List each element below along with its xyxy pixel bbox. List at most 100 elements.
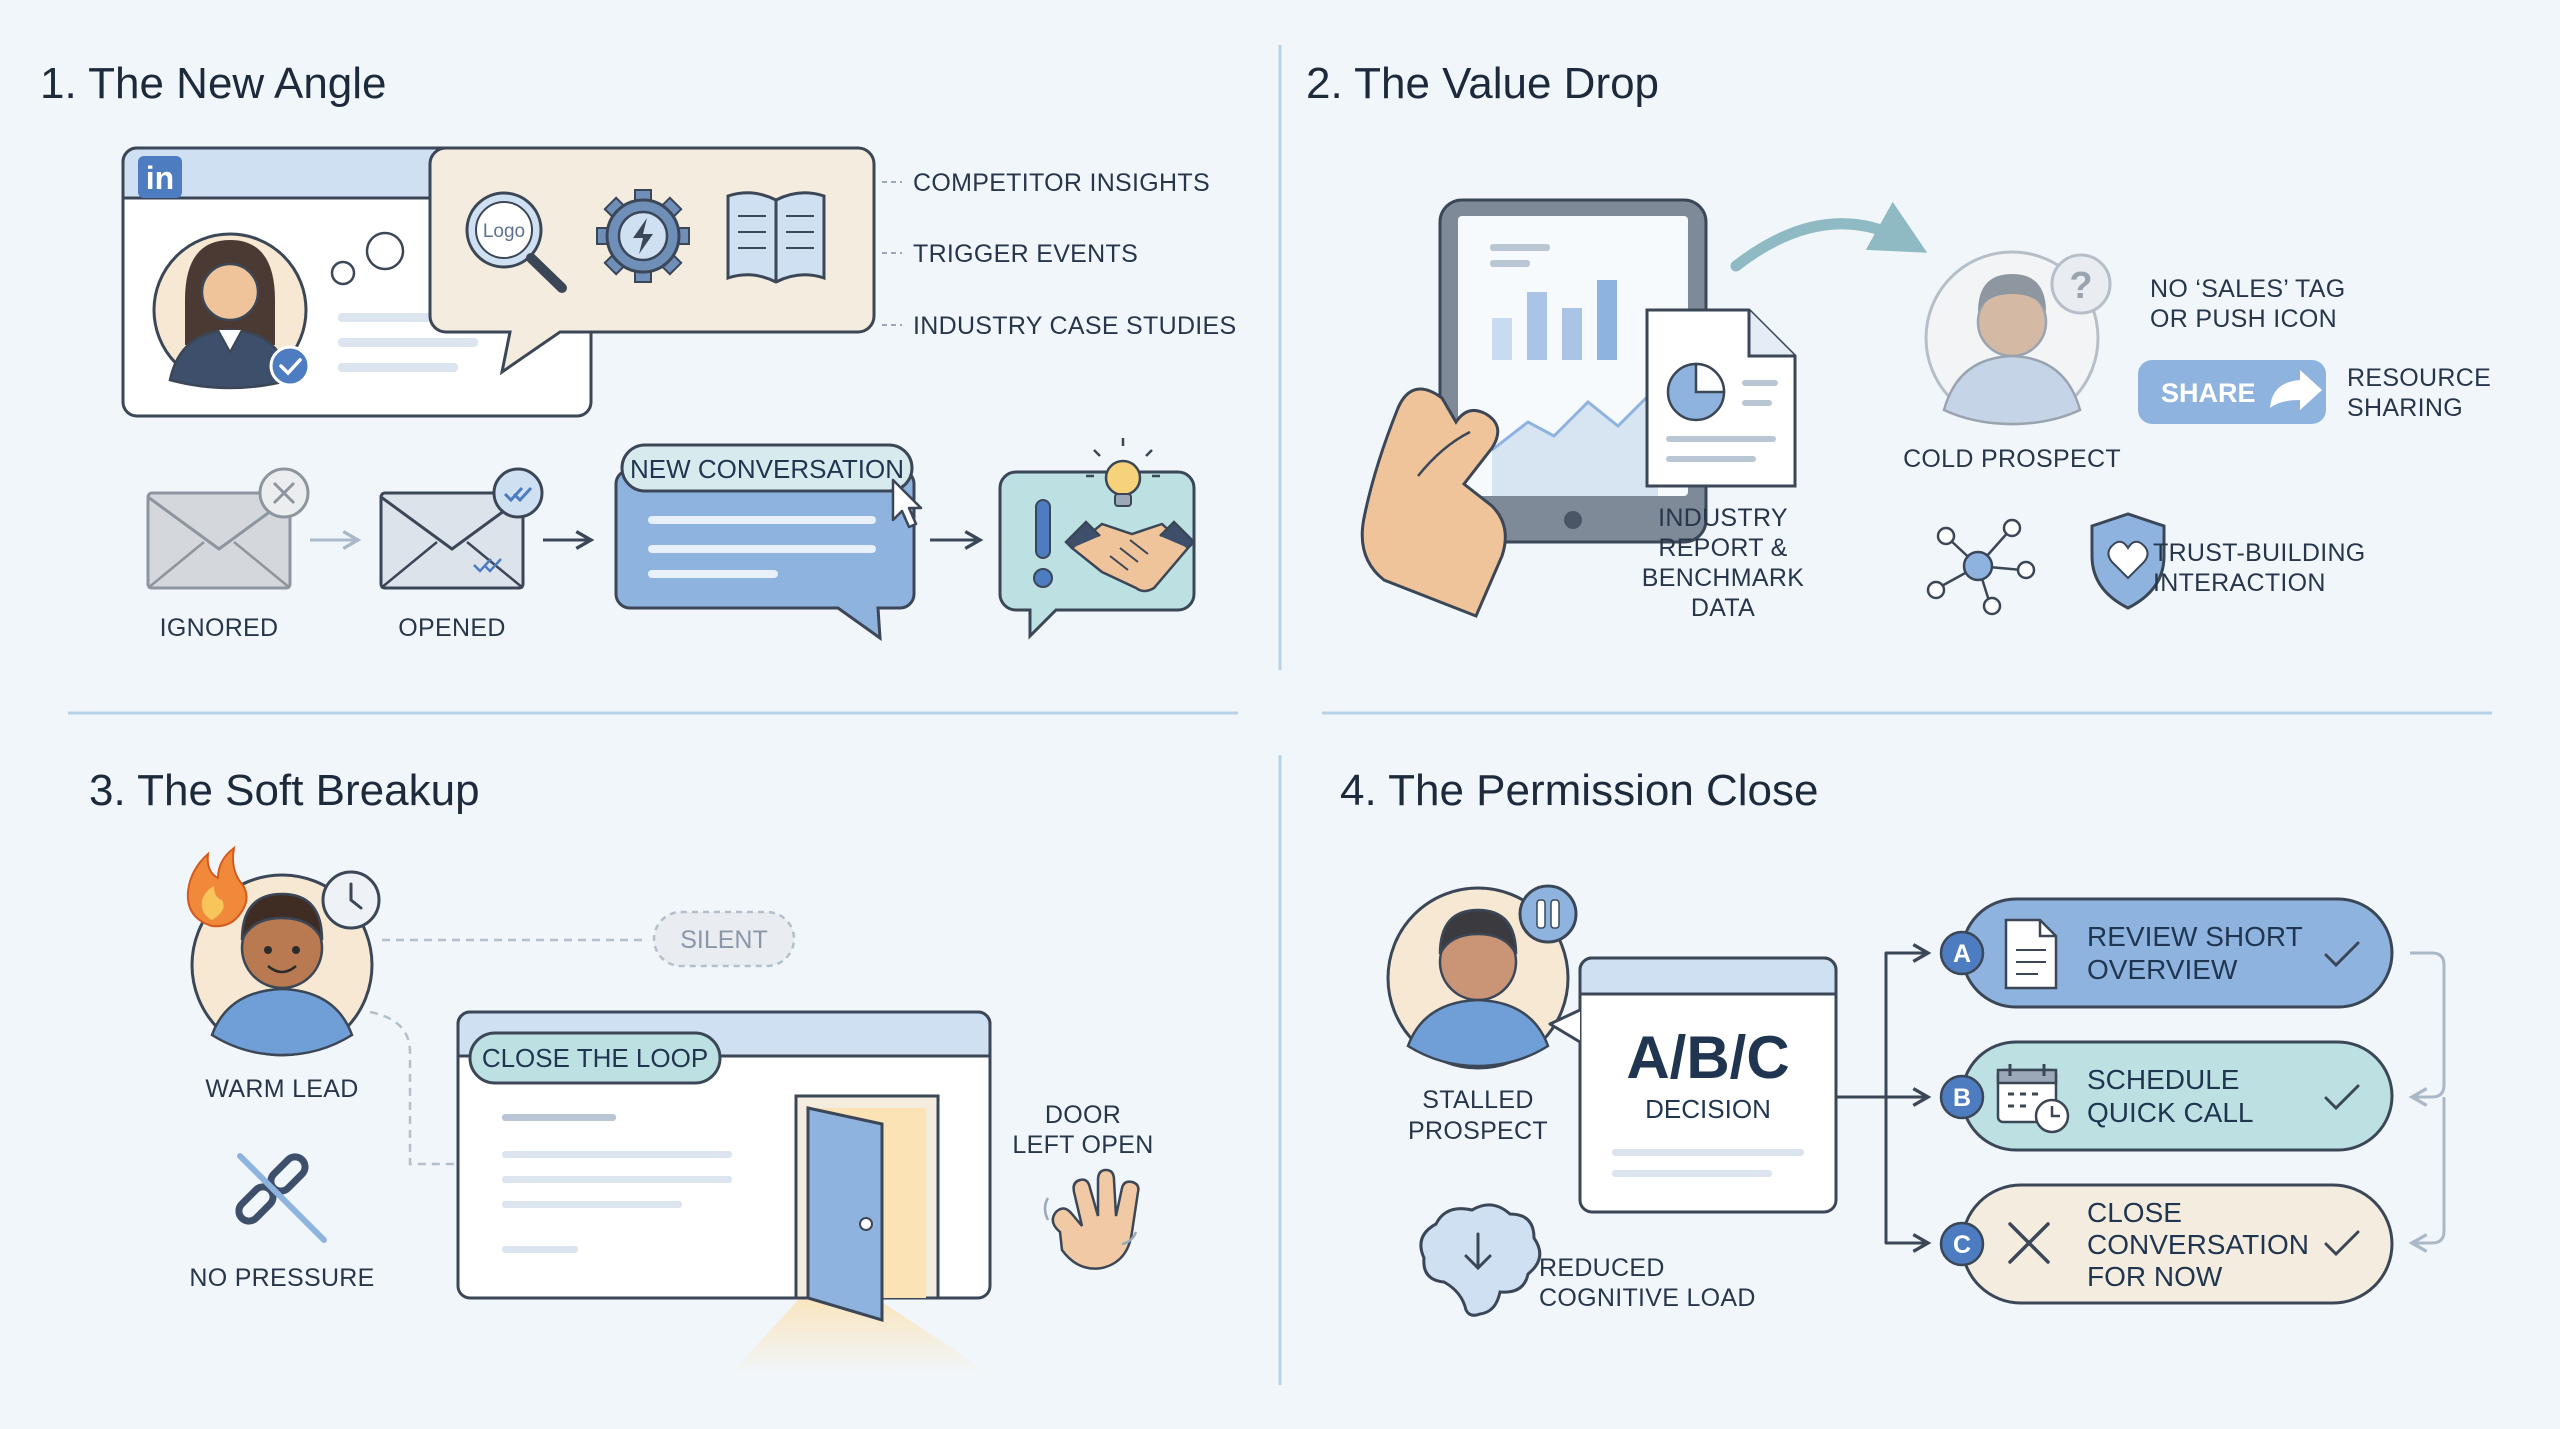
warm-lead-avatar: [190, 873, 374, 1057]
trust-building-line: INTERACTION: [2153, 569, 2326, 597]
open-door-icon: [794, 1094, 940, 1323]
cursor-icon: [891, 478, 923, 529]
curved-arrow-icon: [1730, 201, 1928, 272]
bar-chart-icon: [1492, 280, 1617, 360]
linkedin-profile-card: in: [121, 146, 593, 418]
ignored-label: IGNORED: [160, 614, 279, 642]
handshake-icon: [1064, 520, 1196, 593]
ignored-envelope-icon: [146, 467, 310, 590]
resource-sharing-line: RESOURCE: [2347, 364, 2491, 392]
brain-icon: [1419, 1203, 1542, 1317]
svg-text:A: A: [1953, 940, 1971, 968]
research-item: TRIGGER EVENTS: [913, 240, 1138, 268]
cognitive-load-line: REDUCED: [1539, 1254, 1665, 1282]
option-badge-a: A: [1939, 930, 1985, 976]
linkedin-icon: in: [138, 156, 182, 198]
section-dividers: [68, 45, 2492, 1385]
new-conversation-bubble: NEW CONVERSATION: [614, 443, 923, 642]
option-schedule-quick-call[interactable]: SCHEDULE QUICK CALL: [1960, 1040, 2394, 1152]
section-new-angle: 1. The New Angle in: [40, 59, 1237, 642]
svg-text:Logo: Logo: [483, 221, 525, 242]
cognitive-load-line: COGNITIVE LOAD: [1539, 1284, 1756, 1312]
waving-hand-icon: [1043, 1168, 1140, 1270]
stalled-prospect-line: PROSPECT: [1408, 1117, 1548, 1145]
trust-building-line: TRUST-BUILDING: [2153, 539, 2366, 567]
calendar-clock-icon: [1996, 1064, 2070, 1134]
section-soft-breakup: 3. The Soft Breakup WARM LEAD SILENT: [89, 766, 1153, 1374]
section-permission-close: 4. The Permission Close STALLED PROSPECT…: [1340, 766, 2446, 1317]
logo-magnifier-icon: Logo: [465, 191, 567, 293]
option-close-conversation[interactable]: CLOSE CONVERSATION FOR NOW: [1960, 1183, 2394, 1305]
share-arrow-icon: [2270, 370, 2322, 410]
question-icon: ?: [2050, 253, 2112, 315]
clock-icon: [321, 870, 381, 930]
stalled-prospect-avatar: [1386, 886, 1570, 1070]
option-text: QUICK CALL: [2087, 1097, 2254, 1128]
close-x-icon: [2008, 1222, 2050, 1264]
no-sales-tag-line: NO ‘SALES’ TAG: [2150, 275, 2345, 303]
option-text: CONVERSATION: [2087, 1229, 2309, 1260]
shield-heart-icon: [2090, 512, 2166, 610]
decision-label: DECISION: [1645, 1094, 1771, 1124]
warm-lead-label: WARM LEAD: [205, 1075, 358, 1103]
flame-icon: [186, 845, 248, 928]
silent-pill: SILENT: [652, 910, 796, 968]
close-the-loop-window: CLOSE THE LOOP: [456, 1010, 992, 1374]
door-left-open-line: LEFT OPEN: [1012, 1131, 1153, 1159]
section-title: 4. The Permission Close: [1340, 766, 1819, 815]
option-text: CLOSE: [2087, 1197, 2182, 1228]
svg-text:BENCHMARK: BENCHMARK: [1642, 564, 1804, 592]
svg-text:DATA: DATA: [1691, 594, 1755, 622]
check-icon: [2324, 1084, 2360, 1111]
opened-label: OPENED: [398, 614, 505, 642]
opened-envelope-icon: [379, 467, 544, 590]
gear-bolt-icon: [596, 189, 690, 283]
avatar: [152, 232, 308, 390]
research-item: INDUSTRY CASE STUDIES: [913, 312, 1237, 340]
share-button-label: SHARE: [2161, 378, 2256, 408]
new-conversation-pill: NEW CONVERSATION: [630, 454, 904, 484]
research-item: COMPETITOR INSIGHTS: [913, 169, 1210, 197]
research-bubble: Logo: [428, 146, 876, 376]
no-sales-tag-line: OR PUSH ICON: [2150, 305, 2337, 333]
resource-sharing-line: SHARING: [2347, 394, 2463, 422]
report-label: INDUSTRY REPORT & BENCHMARK DATA: [1642, 504, 1804, 622]
broken-link-icon: [235, 1153, 327, 1243]
section-title: 1. The New Angle: [40, 59, 387, 108]
option-text: REVIEW SHORT: [2087, 921, 2303, 952]
exclamation-icon: [1033, 499, 1053, 588]
no-pressure-label: NO PRESSURE: [189, 1264, 374, 1292]
open-book-icon: [726, 191, 826, 284]
check-icon: [2324, 941, 2360, 968]
svg-text:in: in: [146, 160, 174, 196]
svg-text:B: B: [1953, 1084, 1971, 1112]
tablet-icon: [1438, 198, 1708, 544]
document-icon: [2004, 918, 2058, 990]
section-title: 2. The Value Drop: [1306, 59, 1659, 108]
decision-card: A/B/C DECISION: [1548, 956, 1838, 1214]
research-list: COMPETITOR INSIGHTS TRIGGER EVENTS INDUS…: [882, 169, 1237, 340]
option-badge-b: B: [1939, 1074, 1985, 1120]
option-text: SCHEDULE: [2087, 1064, 2239, 1095]
lightbulb-icon: [1086, 438, 1160, 507]
check-icon: [2324, 1230, 2360, 1257]
option-text: OVERVIEW: [2087, 954, 2238, 985]
report-document-icon: [1645, 308, 1797, 488]
svg-text:SILENT: SILENT: [680, 926, 768, 954]
network-icon: [1926, 518, 2036, 616]
svg-text:C: C: [1953, 1231, 1971, 1259]
share-button[interactable]: SHARE: [2138, 360, 2326, 424]
option-text: FOR NOW: [2087, 1261, 2223, 1292]
handshake-bubble: [998, 438, 1196, 640]
svg-text:REPORT &: REPORT &: [1658, 534, 1787, 562]
svg-text:INDUSTRY: INDUSTRY: [1658, 504, 1788, 532]
stalled-prospect-line: STALLED: [1422, 1086, 1533, 1114]
hand-icon: [1360, 387, 1507, 618]
cold-prospect-label: COLD PROSPECT: [1903, 445, 2121, 473]
door-left-open-line: DOOR: [1045, 1101, 1121, 1129]
pause-icon: [1518, 884, 1578, 944]
option-review-short-overview[interactable]: REVIEW SHORT OVERVIEW: [1960, 897, 2394, 1009]
feedback-bracket: [2408, 951, 2446, 1253]
